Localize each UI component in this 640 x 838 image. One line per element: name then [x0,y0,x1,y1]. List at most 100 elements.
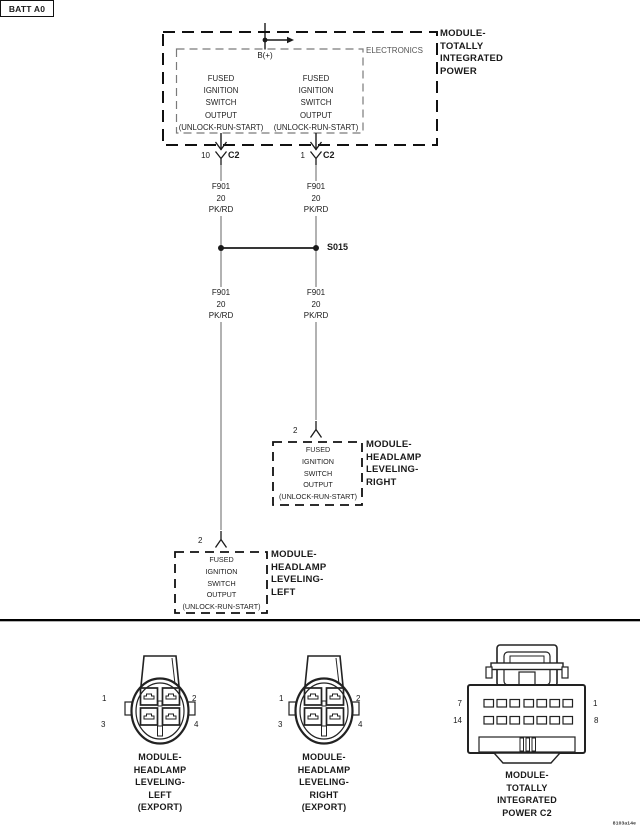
tipm-c2-connector-drawing [467,644,586,764]
pin-number: 2 [192,694,197,703]
label-line: (UNLOCK-RUN-START) [182,602,261,612]
splice-label: S015 [327,242,349,252]
headlamp-left-label: MODULE- HEADLAMP LEVELING- LEFT [271,549,326,599]
wire-color: PK/RD [303,311,329,321]
label-line: LEVELING- [271,574,324,586]
label-line: FUSED [302,74,330,83]
pin-number: 1 [102,694,107,703]
label-line: IGNITION [302,456,334,466]
label-line: (UNLOCK-RUN-START) [178,122,264,132]
connector-c2-label: C2 [228,150,240,160]
label-line: IGNITION [203,86,239,96]
wire-label: F901 20 PK/RD [199,287,243,322]
headlamp-right-pinout-label: MODULE- HEADLAMP LEVELING- RIGHT (EXPORT… [272,751,376,814]
wire-color: PK/RD [208,205,234,215]
headlamp-left-fused-output: FUSED IGNITION SWITCH OUTPUT (UNLOCK-RUN… [176,554,267,613]
pin-number: 8 [594,716,599,725]
label-line: FUSED [209,555,234,564]
pin-number: 1 [593,699,598,708]
label-line: SWITCH [303,468,333,478]
connector-c2-label: C2 [323,150,335,160]
pin-number: 3 [278,720,283,729]
label-line: TOTALLY [506,782,548,793]
pin-number: 1 [279,694,284,703]
pin-number: 14 [453,716,462,725]
label-line: FUSED [305,445,331,454]
circuit-id: F901 [306,288,326,297]
label-line: SWITCH [207,578,236,588]
label-line: TOTALLY [440,40,484,52]
electronics-label: ELECTRONICS [366,46,423,55]
pin-number: 1 [300,151,305,160]
label-line: MODULE- [271,549,317,560]
label-line: MODULE- [505,770,549,780]
headlamp-right-box [272,441,363,506]
tipm-module-label: MODULE- TOTALLY INTEGRATED POWER [440,28,503,78]
circuit-id: F901 [306,182,326,191]
pin-number: 10 [201,151,210,160]
label-line: LEVELING- [135,777,185,788]
wire-gauge: 20 [311,193,321,203]
label-line: FUSED [207,74,235,83]
label-line: MODULE- [138,752,182,762]
label-line: (EXPORT) [137,802,183,813]
label-line: POWER C2 [502,807,552,818]
label-line: LEFT [271,586,296,598]
label-line: LEVELING- [299,777,349,788]
label-line: HEADLAMP [271,561,327,573]
tipm-outline-box [162,31,438,146]
fused-output-right: FUSED IGNITION SWITCH OUTPUT (UNLOCK-RUN… [261,73,371,134]
wire-gauge: 20 [311,299,321,309]
label-line: INTEGRATED [440,53,504,65]
headlamp-left-pinout-label: MODULE- HEADLAMP LEVELING- LEFT (EXPORT) [108,751,212,814]
junction-dot [262,37,268,43]
label-line: IGNITION [205,566,238,576]
label-line: MODULE- [440,28,486,39]
label-line: HEADLAMP [297,764,351,775]
battery-feed-wire [264,23,287,50]
label-line: (UNLOCK-RUN-START) [273,122,359,132]
label-line: (UNLOCK-RUN-START) [279,492,357,502]
wire-label: F901 20 PK/RD [294,181,338,216]
label-line: RIGHT [309,789,339,800]
pin-number: 4 [194,720,199,729]
section-divider [0,619,640,622]
label-line: OUTPUT [206,590,237,600]
label-line: POWER [440,65,477,77]
pin-number: 7 [457,699,462,708]
label-line: (EXPORT) [301,802,347,813]
circuit-id: F901 [211,182,231,191]
splice-s015 [218,245,319,251]
sheet-code: 8103a14e [612,821,636,826]
pin-number: 3 [101,720,106,729]
wire-color: PK/RD [303,205,329,215]
pin-number: 2 [198,536,203,545]
b-plus-label: B(+) [257,51,273,60]
label-line: OUTPUT [303,480,333,490]
wire-gauge: 20 [216,299,226,309]
pin-number: 2 [293,426,298,435]
c2-connector-symbols [214,151,323,166]
label-line: HEADLAMP [366,451,422,463]
label-line: OUTPUT [299,110,333,120]
electronics-box [175,48,364,134]
headlamp-left-connector-drawing [124,655,196,745]
wire-label: F901 20 PK/RD [294,287,338,322]
label-line: INTEGRATED [497,795,557,806]
wire-gauge: 20 [216,193,226,203]
pin-number: 4 [358,720,363,729]
label-line: LEVELING- [366,464,419,476]
label-line: HEADLAMP [133,764,187,775]
label-line: LEFT [148,789,172,800]
wire-label: F901 20 PK/RD [199,181,243,216]
headlamp-left-box [174,551,268,614]
label-line: MODULE- [366,439,412,450]
headlamp-right-label: MODULE- HEADLAMP LEVELING- RIGHT [366,439,421,489]
label-line: RIGHT [366,476,397,488]
tipm-c2-pinout-label: MODULE- TOTALLY INTEGRATED POWER C2 [465,769,589,819]
wire-color: PK/RD [208,311,234,321]
flow-arrowhead [287,36,294,44]
label-line: SWITCH [300,98,332,108]
